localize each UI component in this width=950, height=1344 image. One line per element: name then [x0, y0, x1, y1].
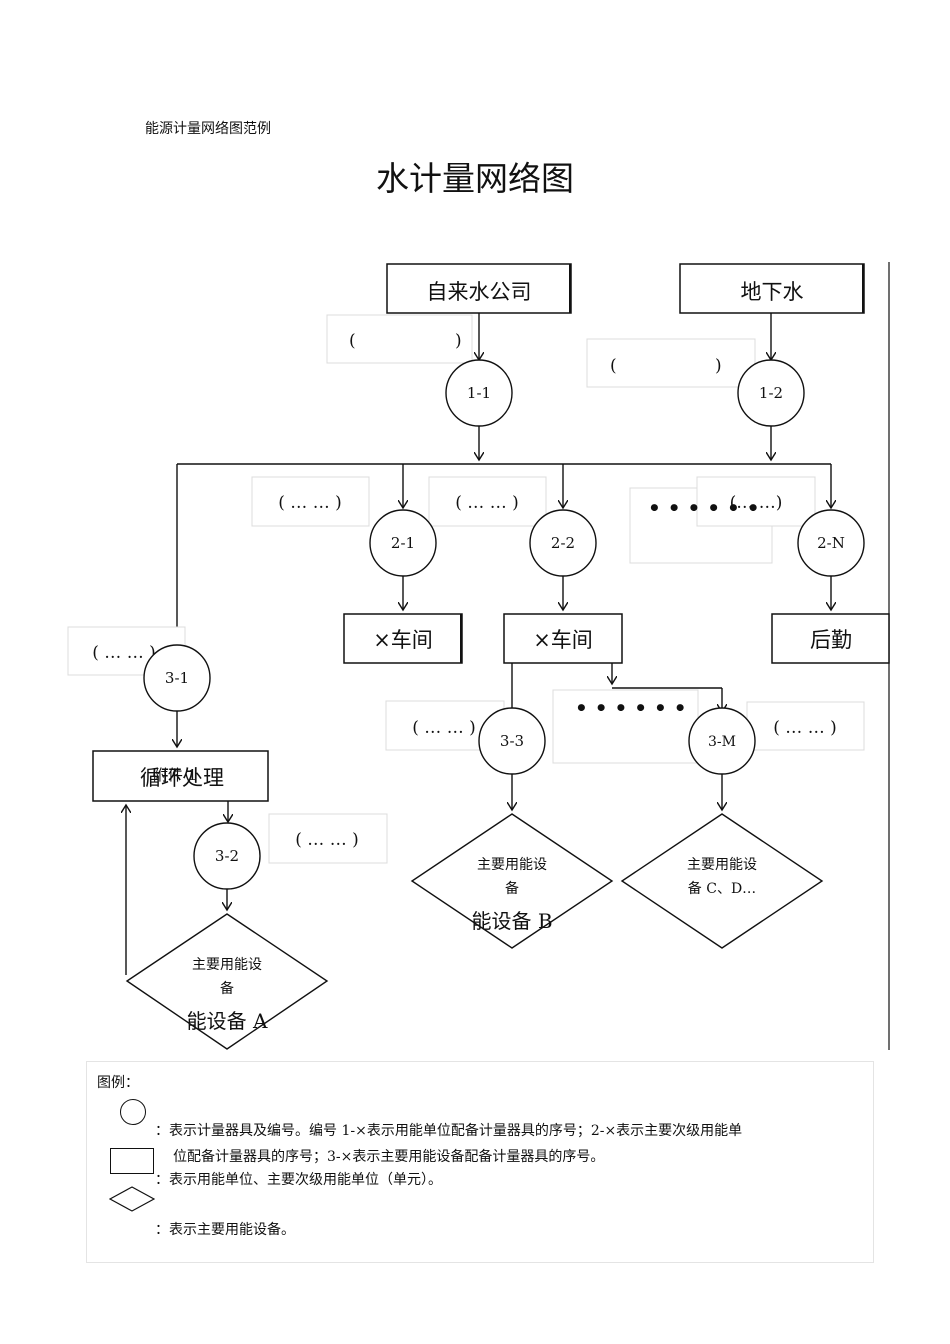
svg-text:( … … ): ( … … ): [455, 493, 518, 513]
unit-circulation-box: 循环处理 附件 1: [92, 750, 269, 802]
legend-circle-desc-2: 位配备计量器具的序号；3-×表示主要用能设备配备计量器具的序号。: [173, 1149, 605, 1165]
svg-text:1-1: 1-1: [467, 384, 491, 402]
svg-text:能设备 B: 能设备 B: [471, 909, 552, 933]
legend-circle-desc-1: ：表示计量器具及编号。编号 1-×表示用能单位配备计量器具的序号；2-×表示主要…: [155, 1123, 743, 1139]
unit-logistics-box: 后勤: [771, 613, 890, 664]
legend-diamond-desc: ：表示主要用能设备。: [155, 1222, 295, 1238]
meter-1-2: 1-2: [737, 359, 805, 427]
svg-text:(: (: [610, 356, 617, 376]
unit-workshop-1-box: ×车间: [343, 613, 463, 664]
equipment-a-diamond: 主要用能设 备 能设备 A: [125, 913, 329, 1050]
svg-text:备: 备: [505, 880, 519, 897]
source-tap-water-label: 自来水公司: [427, 280, 532, 304]
svg-text:(… …): (… …): [730, 493, 783, 513]
svg-text:×车间: ×车间: [533, 628, 593, 652]
svg-text:3-M: 3-M: [708, 734, 736, 750]
svg-text:1-2: 1-2: [759, 384, 783, 402]
legend-rect-desc: ：表示用能单位、主要次级用能单位（单元）。: [155, 1172, 442, 1188]
svg-text:备: 备: [220, 980, 234, 997]
legend-circle-symbol: [120, 1099, 146, 1125]
source-groundwater-label: 地下水: [741, 280, 804, 304]
svg-text:主要用能设: 主要用能设: [477, 857, 547, 873]
equipment-b-diamond: 主要用能设 备 能设备 B: [410, 813, 614, 949]
svg-text:主要用能设: 主要用能设: [192, 957, 262, 973]
svg-text:3-3: 3-3: [500, 732, 524, 750]
svg-text:循环处理: 循环处理: [140, 766, 224, 790]
note-box-3-2: ( … … ): [268, 813, 388, 864]
svg-text:主要用能设: 主要用能设: [687, 857, 757, 873]
meter-2-1: 2-1: [369, 509, 437, 577]
svg-text:(: (: [349, 331, 356, 351]
meter-2-n: 2-N: [797, 509, 865, 577]
note-box-1-1: ( ): [326, 314, 473, 364]
meter-3-1: 3-1: [143, 644, 211, 712]
note-box-2-2: ( … … ): [428, 476, 547, 527]
svg-text:×车间: ×车间: [373, 628, 433, 652]
meter-3-m: 3-M: [688, 707, 756, 775]
svg-text:2-1: 2-1: [391, 534, 415, 552]
legend-diamond-symbol: [109, 1186, 155, 1212]
diagram-title: 水计量网络图: [376, 159, 574, 198]
meter-2-2: 2-2: [529, 509, 597, 577]
unit-workshop-2-box: ×车间: [503, 613, 623, 664]
svg-text:2-2: 2-2: [551, 534, 575, 552]
svg-text:• • • • • •: • • • • • •: [648, 496, 760, 520]
note-box-2-1: ( … … ): [251, 476, 370, 527]
note-box-more-equipment: • • • • • •: [552, 689, 699, 764]
svg-text:( … … ): ( … … ): [412, 718, 475, 738]
svg-text:附件 1: 附件 1: [153, 766, 197, 784]
source-groundwater-box: 地下水: [679, 263, 865, 314]
svg-text:能设备 A: 能设备 A: [187, 1009, 268, 1033]
document-subtitle: 能源计量网络图范例: [145, 121, 271, 137]
svg-text:3-2: 3-2: [215, 847, 239, 865]
svg-text:3-1: 3-1: [165, 669, 189, 687]
note-box-more-meters: (… …) • • • • • •: [629, 476, 816, 564]
note-box-3-m: ( … … ): [746, 701, 865, 751]
meter-3-2: 3-2: [193, 822, 261, 890]
svg-text:备 C、D…: 备 C、D…: [688, 880, 756, 897]
meter-3-3: 3-3: [478, 707, 546, 775]
svg-text:): ): [715, 356, 722, 376]
legend-heading: 图例：: [97, 1075, 139, 1091]
svg-text:): ): [455, 331, 462, 351]
source-tap-water-box: 自来水公司: [386, 263, 572, 314]
meter-1-1: 1-1: [445, 359, 513, 427]
svg-text:( … … ): ( … … ): [278, 493, 341, 513]
legend-rect-symbol: [110, 1148, 154, 1174]
svg-text:( … … ): ( … … ): [295, 830, 358, 850]
svg-text:后勤: 后勤: [810, 628, 852, 652]
svg-text:• • • • • •: • • • • • •: [575, 696, 687, 720]
equipment-cd-diamond: 主要用能设 备 C、D…: [620, 813, 824, 949]
svg-text:( … … ): ( … … ): [773, 718, 836, 738]
note-box-1-2: ( ): [586, 338, 756, 388]
svg-text:2-N: 2-N: [817, 534, 845, 552]
svg-text:( … … ): ( … … ): [92, 643, 155, 663]
legend-panel: 图例： ：表示计量器具及编号。编号 1-×表示用能单位配备计量器具的序号；2-×…: [86, 1061, 874, 1263]
